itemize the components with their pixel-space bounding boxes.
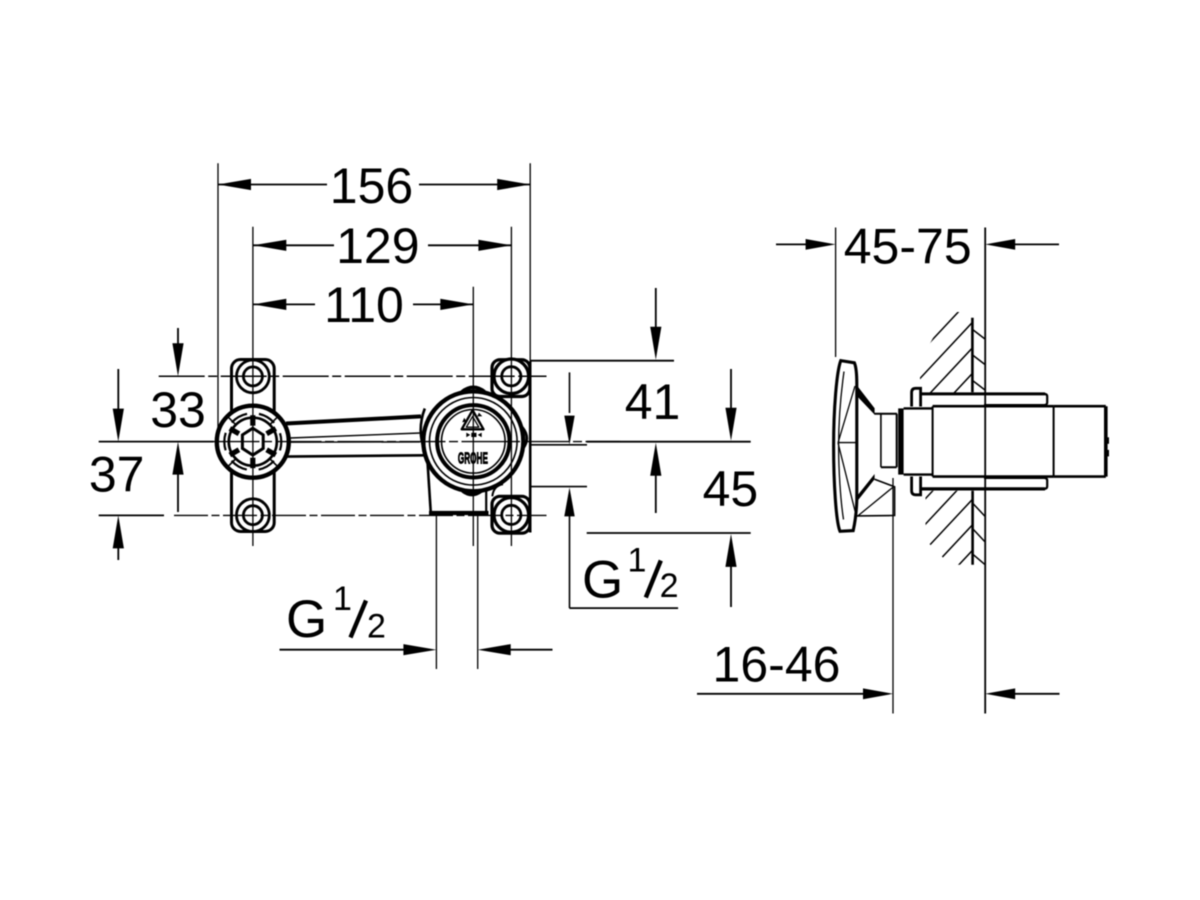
svg-text:2: 2 [367, 608, 386, 646]
svg-text:G: G [286, 590, 327, 649]
svg-text:G: G [582, 551, 623, 610]
svg-text:45-75: 45-75 [844, 219, 972, 275]
svg-text:110: 110 [324, 277, 404, 333]
svg-text:129: 129 [336, 218, 419, 274]
svg-text:2: 2 [660, 567, 679, 605]
svg-text:156: 156 [330, 158, 413, 214]
svg-text:33: 33 [150, 382, 206, 438]
svg-text:37: 37 [89, 447, 145, 503]
svg-text:41: 41 [625, 374, 681, 430]
svg-text:1: 1 [628, 541, 647, 579]
svg-text:16-46: 16-46 [713, 637, 841, 693]
svg-text:1: 1 [333, 580, 352, 618]
svg-text:45: 45 [703, 461, 759, 517]
